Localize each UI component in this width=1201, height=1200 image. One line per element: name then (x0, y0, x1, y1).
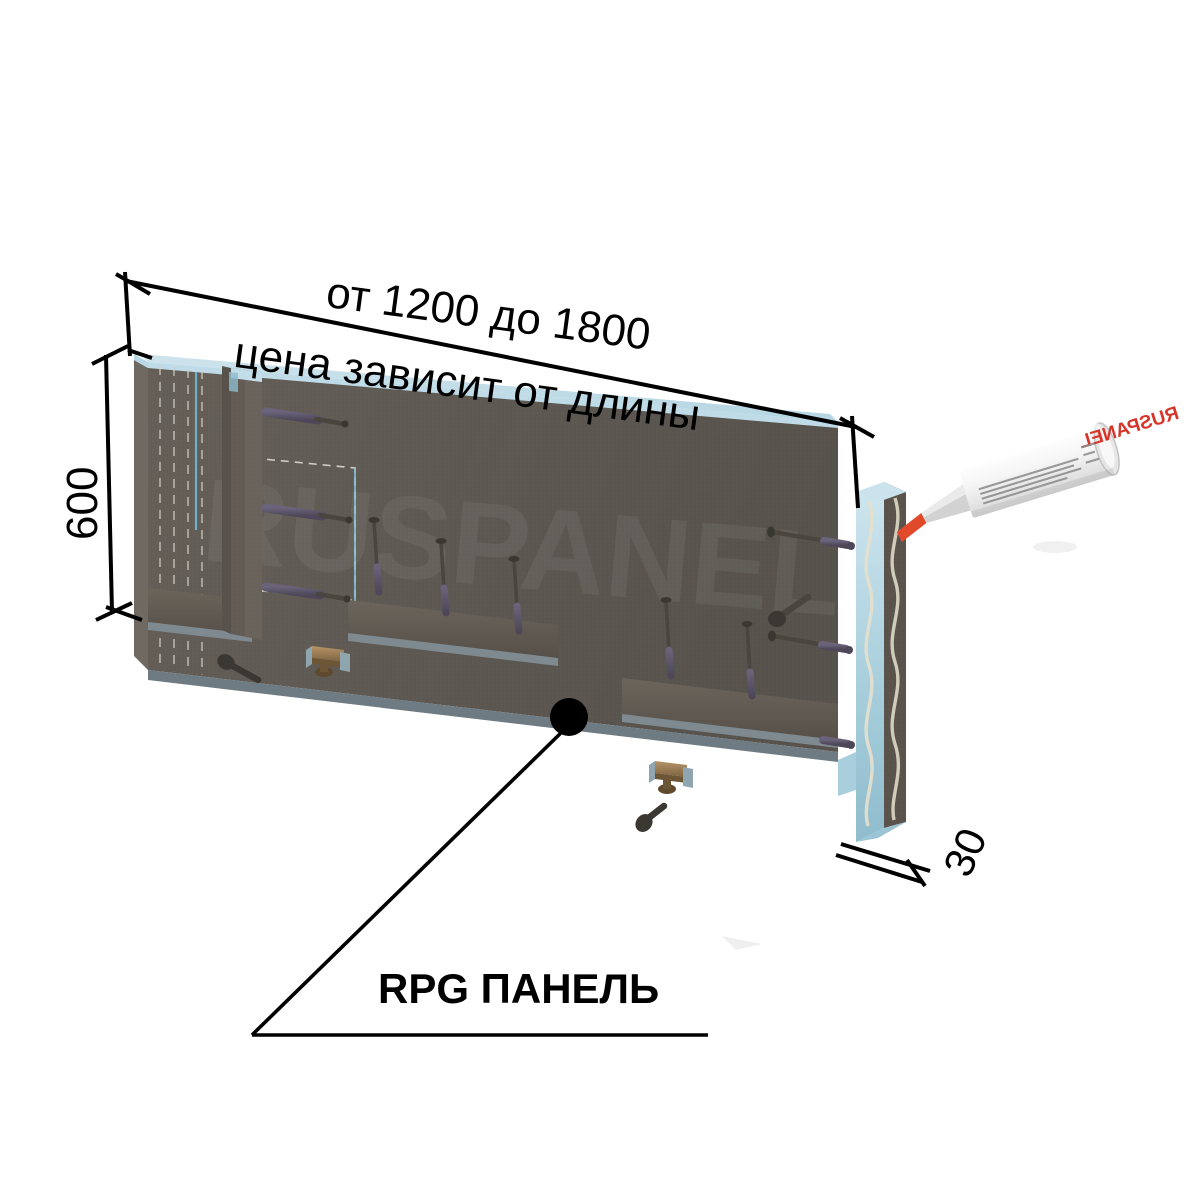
adjacent-panel-top-cap (856, 482, 906, 502)
dim-length-ext-right (850, 415, 860, 509)
dim-thickness-ext-upper (840, 842, 931, 873)
callout-leader-line (250, 726, 568, 1037)
dim-length-ext-left (123, 271, 132, 357)
callout-label: RPG ПАНЕЛЬ (378, 965, 660, 1012)
adjacent-panel-core (856, 482, 884, 842)
dim-height-ext-top (127, 348, 153, 360)
bottom-clip-left (306, 646, 350, 677)
screw-face-1 (368, 517, 383, 596)
dim-thickness-ext-lower (835, 853, 923, 884)
dimension-thickness (835, 842, 931, 888)
panel-left-core-edge (134, 354, 148, 368)
main-panel: RUSPANEL (134, 354, 838, 762)
panel-batten-strip-upper (348, 600, 558, 666)
callout-leader (250, 698, 708, 1037)
screw-face-3 (508, 556, 523, 635)
loose-screw-right (635, 802, 668, 832)
screw-right-1 (767, 526, 855, 550)
stud-screws (261, 407, 353, 603)
dimension-height-label: 600 (58, 466, 107, 540)
screw-right-diagonal (768, 593, 812, 627)
panel-vertical-stud (222, 366, 262, 640)
screw-stud-1 (261, 407, 349, 428)
highlight-blob-1 (1033, 541, 1077, 553)
dim-height-ext-bottom (105, 605, 143, 622)
dim-thickness-tick (905, 858, 927, 888)
screw-face-2 (435, 538, 450, 617)
sealant-nozzle-tip (896, 513, 927, 542)
screw-right-2 (768, 630, 853, 654)
sealant-bead-core (864, 501, 874, 827)
screw-right-3 (819, 736, 855, 749)
panel-bottom-edge (148, 670, 838, 762)
screw-face-5 (741, 621, 756, 700)
panel-vertical-stud-top (229, 368, 262, 392)
adjacent-panel-bottom-cap (856, 822, 906, 842)
screw-stud-2 (261, 503, 353, 524)
bottom-clip-right (649, 761, 693, 794)
panel-left-side-face (134, 360, 148, 670)
dim-length-line (125, 279, 857, 429)
sealant-bead-face (890, 497, 900, 821)
adjacent-panel-tab (838, 752, 856, 796)
highlight-blob-2 (722, 936, 762, 950)
face-screws-vertical (368, 517, 756, 700)
sealant-tube: RUSPANEL (896, 403, 1181, 542)
dim-height-line (104, 354, 114, 613)
dim-length-tick-left (114, 272, 152, 296)
loose-screw-left (217, 654, 262, 684)
callout-dot (550, 698, 588, 736)
screw-stud-3 (261, 582, 351, 603)
dimension-length (114, 271, 875, 509)
panel-batten-strip-lower (622, 678, 838, 748)
dim-height-tick-top (91, 344, 129, 366)
panel-top-core-edge (140, 354, 838, 422)
right-edge-screws (767, 526, 855, 749)
dim-length-tick-right (839, 416, 875, 439)
screw-face-4 (660, 597, 675, 680)
dimension-lines (91, 271, 931, 888)
dimension-height (91, 344, 153, 622)
sealant-tube-bodytext (978, 442, 1100, 505)
adjacent-panel (838, 482, 906, 842)
